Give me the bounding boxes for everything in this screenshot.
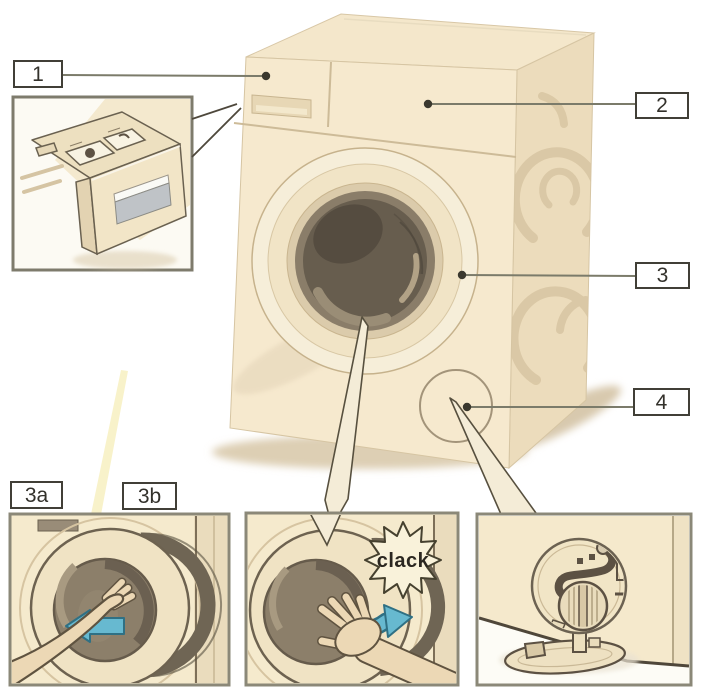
callout-dot-2 <box>423 99 433 109</box>
callout-box-3: 3 <box>635 262 690 289</box>
drawer-compartment-b <box>102 128 147 151</box>
pointer-wedge-tip <box>310 515 341 547</box>
control-panel-divider <box>327 61 332 128</box>
open-door-edge <box>140 532 216 678</box>
control-panel-seam <box>233 122 517 158</box>
detail-panel-door-open <box>8 512 231 687</box>
detail-panel-drain-pump <box>475 512 693 687</box>
callout-dot-3 <box>457 270 467 280</box>
callout-line-3 <box>461 274 637 277</box>
detergent-drawer-inset <box>11 95 194 272</box>
callout-line-1 <box>62 74 267 77</box>
flap-latch <box>523 640 547 660</box>
hand-close <box>317 592 456 683</box>
callout-box-3b: 3b <box>122 482 177 510</box>
clack-starburst <box>364 521 442 599</box>
hand-open <box>12 577 137 683</box>
callout-dot-4 <box>462 402 472 412</box>
washing-machine <box>229 13 596 470</box>
drawer-recess-highlight <box>256 105 307 115</box>
inset-connector-lines <box>191 103 242 158</box>
detail-panel-door-close <box>244 511 460 687</box>
compartment-marks <box>69 127 121 147</box>
top-lid-seam <box>343 18 587 36</box>
drawer-rails <box>20 164 64 194</box>
side-panel-swirl-decor <box>509 92 594 385</box>
light-streak <box>90 370 128 520</box>
callout-dot-1 <box>261 71 271 81</box>
panel-recess <box>37 519 79 532</box>
compartment-a-icon <box>85 148 95 158</box>
drawer-latch <box>35 142 58 157</box>
clack-sound-text: clack <box>376 550 430 572</box>
callout-box-4: 4 <box>633 388 690 416</box>
callout-box-2: 2 <box>635 92 689 119</box>
compartment-b-icon <box>118 133 130 139</box>
porthole-door <box>233 147 479 395</box>
drawer-handle-recess <box>114 182 172 225</box>
callout-lines <box>62 74 637 408</box>
callout-box-1: 1 <box>13 60 63 88</box>
callout-box-3a: 3a <box>10 481 63 509</box>
callout-dots <box>261 71 472 412</box>
